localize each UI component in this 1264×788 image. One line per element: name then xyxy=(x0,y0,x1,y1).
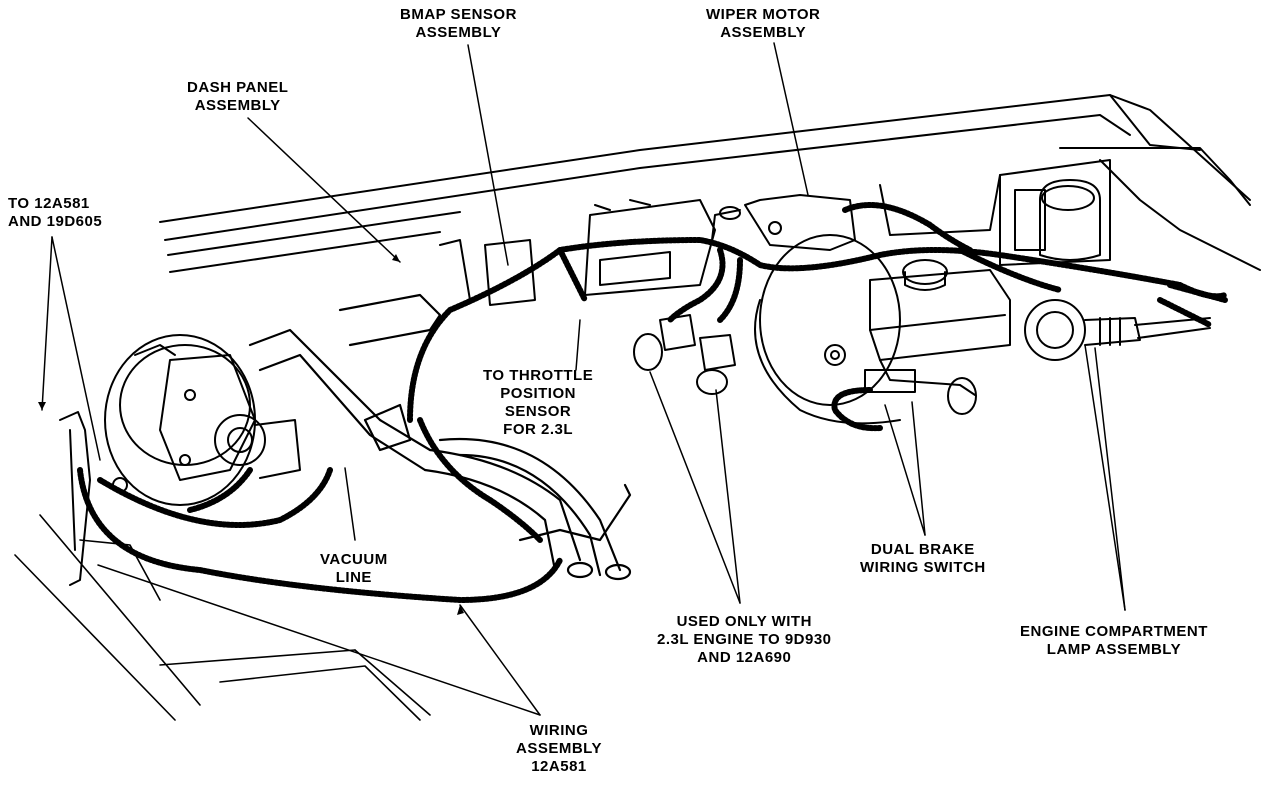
label-line: DASH PANEL xyxy=(187,79,289,96)
label-line: TO 12A581 xyxy=(8,195,90,212)
wiper-motor xyxy=(711,194,856,251)
label-line: ASSEMBLY xyxy=(516,740,602,757)
label-line: LINE xyxy=(335,569,372,586)
label-vacuum-line: VACUUM LINE xyxy=(320,551,388,587)
label-engine-compartment-lamp: ENGINE COMPARTMENT LAMP ASSEMBLY xyxy=(1020,623,1208,659)
label-line: USED ONLY WITH xyxy=(676,613,812,630)
master-cylinder xyxy=(754,234,1011,425)
label-used-only-with-2-3l: USED ONLY WITH 2.3L ENGINE TO 9D930 AND … xyxy=(657,613,832,667)
label-line: VACUUM xyxy=(320,551,388,568)
fender-apron xyxy=(14,514,431,721)
label-line: SENSOR xyxy=(504,403,572,420)
label-to-12a581: TO 12A581 AND 19D605 xyxy=(8,195,102,231)
firewall-right xyxy=(879,159,1111,266)
label-line: ENGINE COMPARTMENT xyxy=(1020,623,1208,640)
bmap-sensor xyxy=(439,199,716,306)
intake-hoses xyxy=(248,293,632,581)
label-dash-panel-assembly: DASH PANEL ASSEMBLY xyxy=(187,79,288,115)
cowl-panel xyxy=(159,94,1261,273)
leader-lines xyxy=(41,42,1126,716)
label-dual-brake-wiring-switch: DUAL BRAKE WIRING SWITCH xyxy=(860,541,986,577)
label-line: ASSEMBLY xyxy=(720,24,807,41)
label-wiring-assembly-12a581: WIRING ASSEMBLY 12A581 xyxy=(516,722,602,776)
label-line: DUAL BRAKE xyxy=(870,541,975,558)
label-line: ASSEMBLY xyxy=(415,24,502,41)
label-line: ASSEMBLY xyxy=(194,97,281,114)
label-line: WIRING xyxy=(529,722,589,739)
label-line: AND 19D605 xyxy=(8,213,103,230)
throttle-body xyxy=(104,334,301,506)
label-line: POSITION xyxy=(500,385,576,402)
label-line: WIRING SWITCH xyxy=(860,559,986,576)
label-throttle-position-sensor: TO THROTTLE POSITION SENSOR FOR 2.3L xyxy=(483,367,593,439)
wiring-harness xyxy=(77,202,1228,603)
label-wiper-motor-assembly: WIPER MOTOR ASSEMBLY xyxy=(706,6,820,42)
bracket-left xyxy=(59,411,128,586)
label-line: WIPER MOTOR xyxy=(706,6,821,23)
label-bmap-sensor-assembly: BMAP SENSOR ASSEMBLY xyxy=(400,6,517,42)
label-line: FOR 2.3L xyxy=(503,421,574,438)
label-line: 2.3L ENGINE TO 9D930 xyxy=(657,631,832,648)
label-line: BMAP SENSOR xyxy=(400,6,517,23)
label-line: TO THROTTLE xyxy=(483,367,594,384)
connectors-2-3l xyxy=(633,314,736,395)
leader-arrowheads xyxy=(38,254,464,615)
label-line: 12A581 xyxy=(531,758,587,775)
label-line: LAMP ASSEMBLY xyxy=(1046,641,1182,658)
label-line: AND 12A690 xyxy=(697,649,792,666)
